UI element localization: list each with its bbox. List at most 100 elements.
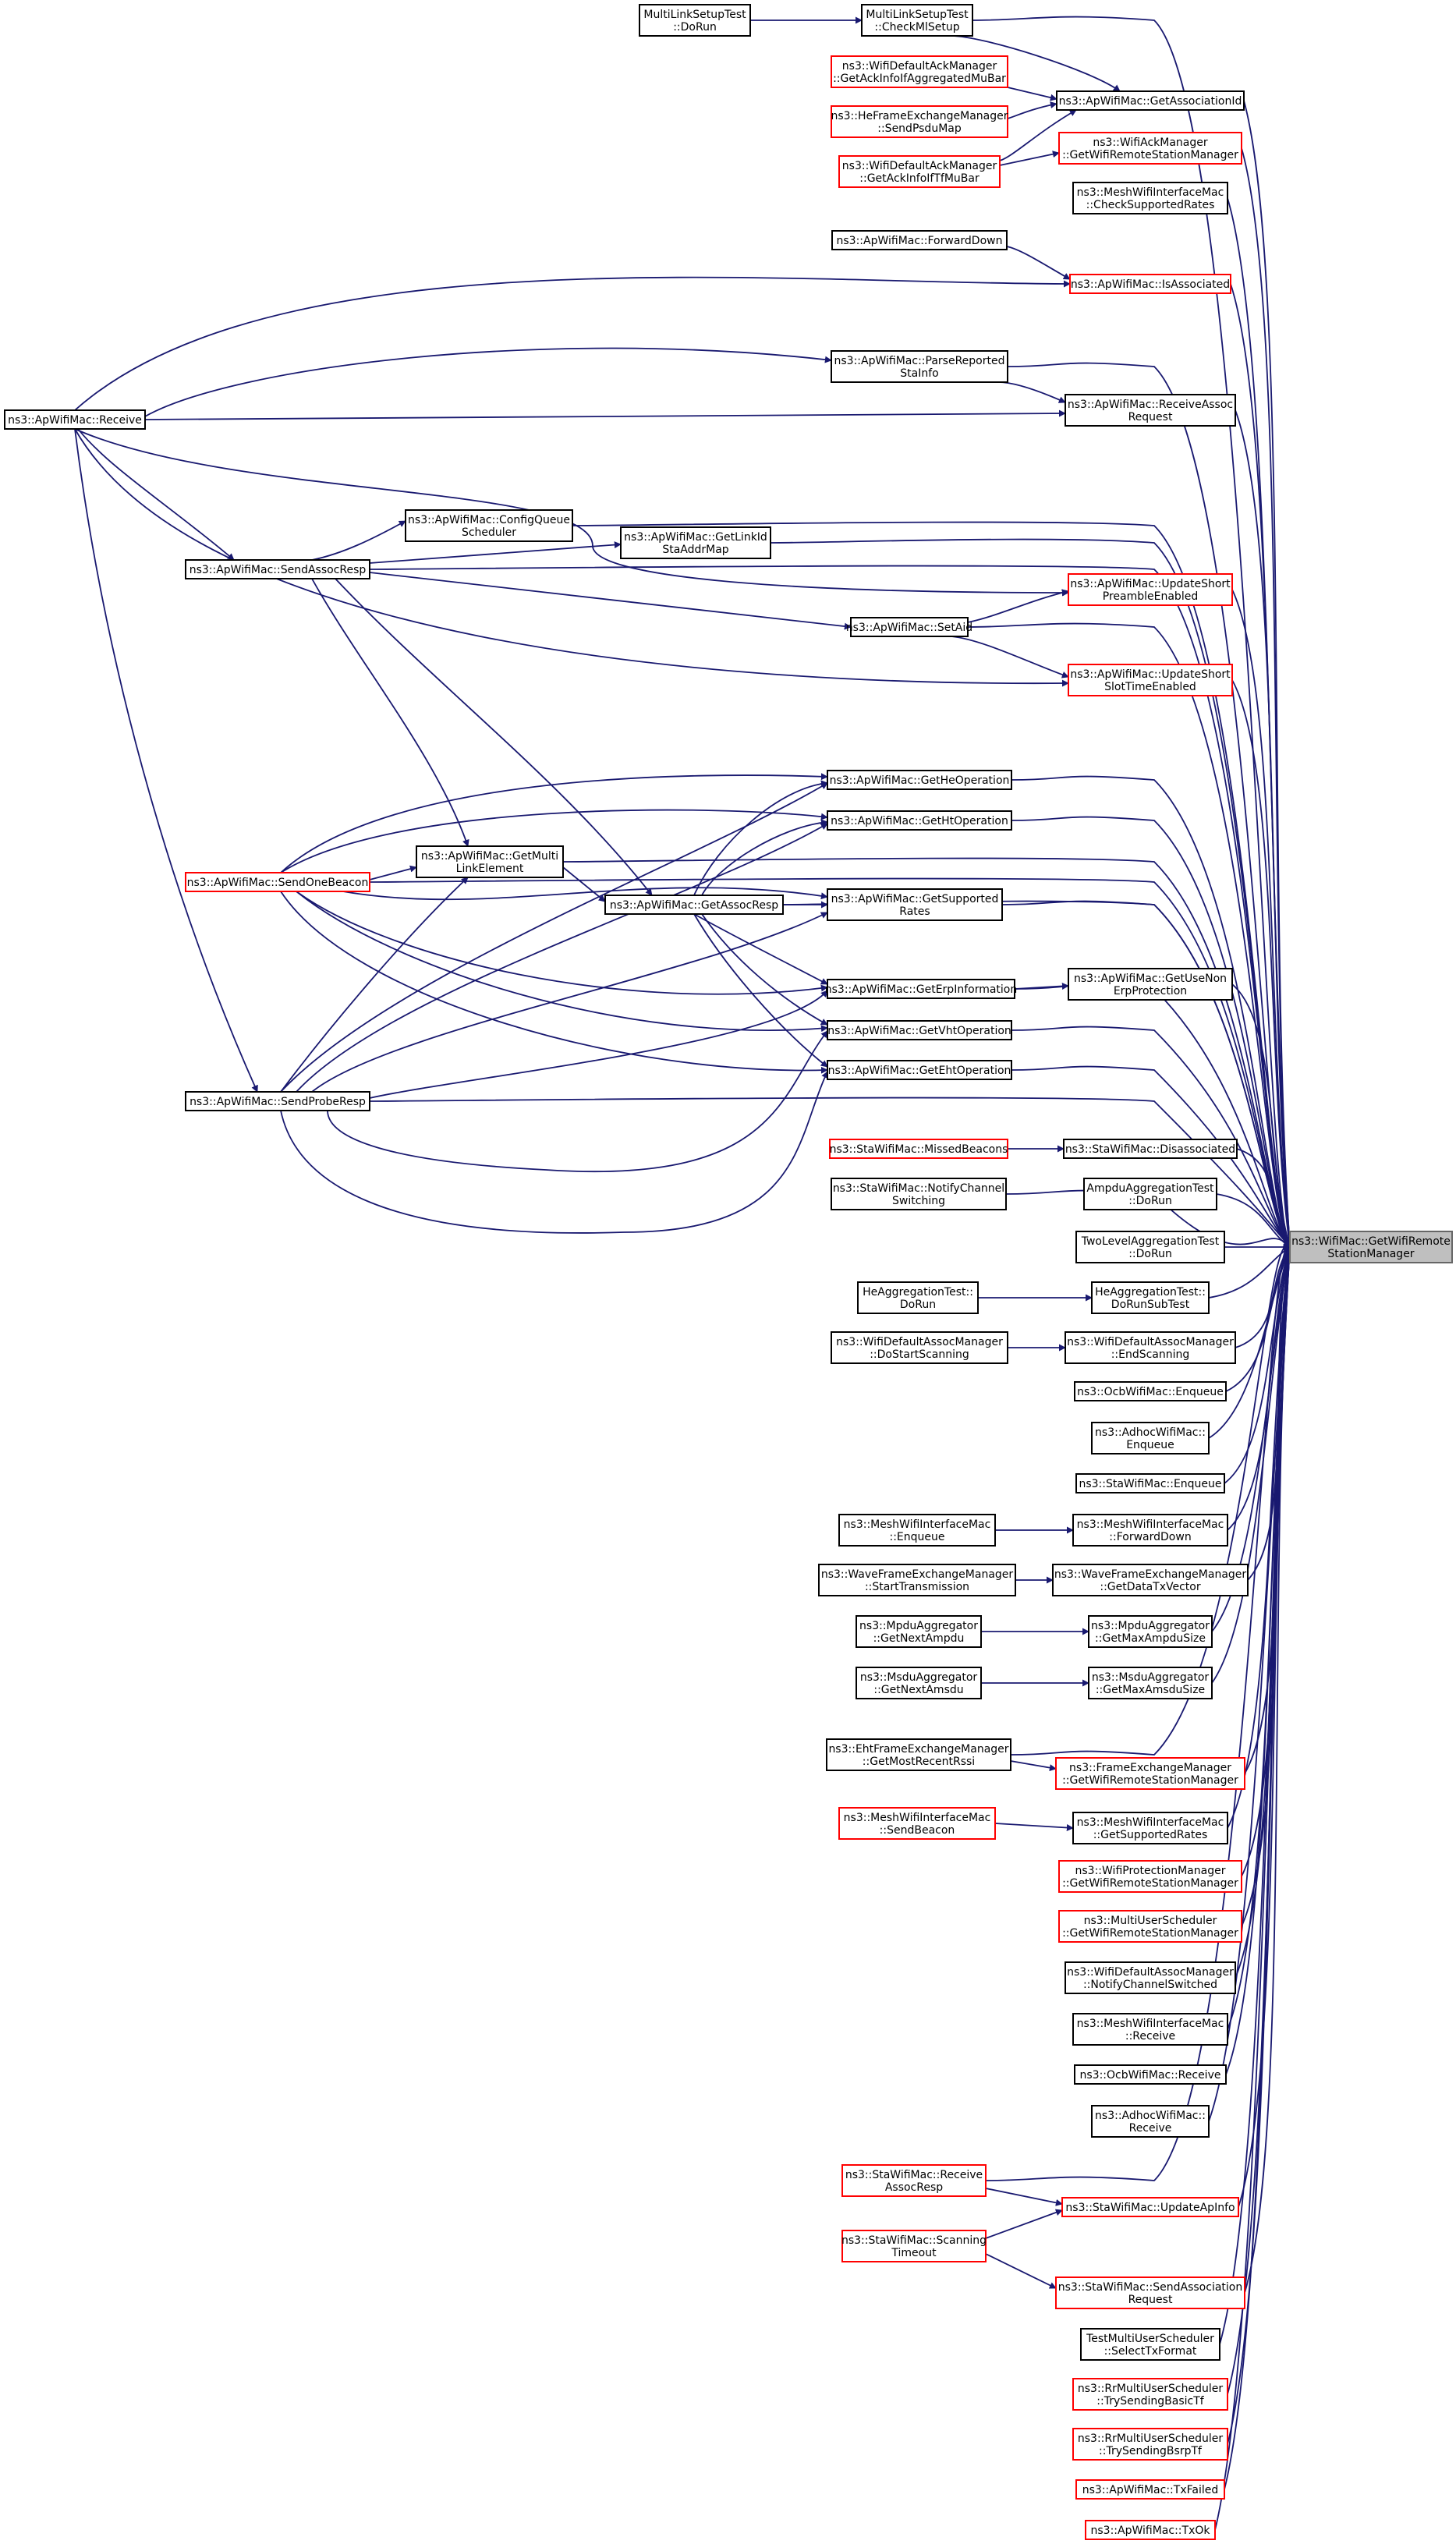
node-ap-isassociated[interactable]: ns3::ApWifiMac::IsAssociated — [1069, 274, 1231, 294]
edge-ap_sendassocresp-to-ap_getmultilinkelement — [311, 578, 469, 847]
node-mlstest-dorun[interactable]: MultiLinkSetupTest::DoRun — [639, 4, 751, 37]
node-label-line: ErpProtection — [1114, 985, 1187, 997]
node-heagg-dorunsubtest[interactable]: HeAggregationTest::DoRunSubTest — [1091, 1281, 1210, 1314]
node-mpdu-getmaxampdusize[interactable]: ns3::MpduAggregator::GetMaxAmpduSize — [1088, 1615, 1213, 1648]
node-box — [1091, 1422, 1210, 1454]
node-hefem-sendpsdumap[interactable]: ns3::HeFrameExchangeManager::SendPsduMap — [831, 105, 1008, 138]
node-mus-getwrsm[interactable]: ns3::MultiUserScheduler::GetWifiRemoteSt… — [1058, 1910, 1242, 1943]
node-ap-txfailed[interactable]: ns3::ApWifiMac::TxFailed — [1075, 2479, 1225, 2500]
node-mesh-getsupportedrates[interactable]: ns3::MeshWifiInterfaceMac::GetSupportedR… — [1072, 1812, 1228, 1844]
node-label-line: StaInfo — [900, 367, 938, 380]
node-box — [1058, 1910, 1242, 1943]
node-fem-getwrsm[interactable]: ns3::FrameExchangeManager::GetWifiRemote… — [1055, 1757, 1245, 1790]
node-ap-getsupportedrates[interactable]: ns3::ApWifiMac::GetSupportedRates — [827, 888, 1003, 921]
node-eht-getmostrecentrssi[interactable]: ns3::EhtFrameExchangeManager::GetMostRec… — [826, 1738, 1011, 1771]
node-heagg-dorun[interactable]: HeAggregationTest::DoRun — [857, 1281, 979, 1314]
node-box — [861, 4, 973, 37]
edge-mesh_sendbeacon-to-mesh_getsupportedrates — [994, 1823, 1074, 1832]
node-mpdu-getnextampdu[interactable]: ns3::MpduAggregator::GetNextAmpdu — [856, 1615, 982, 1648]
node-ap-getassocresp[interactable]: ns3::ApWifiMac::GetAssocResp — [604, 895, 784, 915]
node-box — [818, 1564, 1016, 1596]
node-wave-starttransmission[interactable]: ns3::WaveFrameExchangeManager::StartTran… — [818, 1564, 1016, 1596]
node-mesh-sendbeacon[interactable]: ns3::MeshWifiInterfaceMac::SendBeacon — [838, 1807, 996, 1840]
node-box — [1075, 2479, 1225, 2500]
node-ap-updateshortslottime[interactable]: ns3::ApWifiMac::UpdateShortSlotTimeEnabl… — [1068, 664, 1233, 696]
node-wdack-getackinfo-mubar[interactable]: ns3::WifiDefaultAckManager::GetAckInfoIf… — [831, 55, 1008, 88]
node-ap-getassociationid[interactable]: ns3::ApWifiMac::GetAssociationId — [1056, 90, 1245, 111]
node-wdassoc-notifychannelswitched[interactable]: ns3::WifiDefaultAssocManager::NotifyChan… — [1065, 1961, 1236, 1994]
node-mesh-checksupportedrates[interactable]: ns3::MeshWifiInterfaceMac::CheckSupporte… — [1072, 182, 1228, 214]
node-ap-forwarddown[interactable]: ns3::ApWifiMac::ForwardDown — [831, 230, 1008, 250]
node-label-line: ns3::ApWifiMac::ParseReported — [834, 355, 1005, 367]
node-label-line: ns3::MeshWifiInterfaceMac — [1077, 186, 1224, 199]
node-ap-sendonebeacon[interactable]: ns3::ApWifiMac::SendOneBeacon — [185, 872, 370, 892]
node-box — [1056, 90, 1245, 111]
node-label-line: MultiLinkSetupTest — [866, 9, 969, 21]
node-mlstest-checkml[interactable]: MultiLinkSetupTest::CheckMlSetup — [861, 4, 973, 37]
node-box — [838, 155, 1001, 188]
node-wam-getwrsm[interactable]: ns3::WifiAckManager::GetWifiRemoteStatio… — [1058, 132, 1242, 165]
node-ap-sendproberesp[interactable]: ns3::ApWifiMac::SendProbeResp — [185, 1091, 370, 1111]
node-focus-getwrsm[interactable]: ns3::WifiMac::GetWifiRemoteStationManage… — [1289, 1231, 1453, 1263]
edge-ap_txok-to-focus_getwrsm — [1214, 1246, 1294, 2531]
node-ap-getheoperation[interactable]: ns3::ApWifiMac::GetHeOperation — [827, 770, 1012, 790]
node-wpm-getwrsm[interactable]: ns3::WifiProtectionManager::GetWifiRemot… — [1058, 1860, 1242, 1893]
node-sta-updateapinfo[interactable]: ns3::StaWifiMac::UpdateApInfo — [1061, 2197, 1239, 2217]
node-label-line: TwoLevelAggregationTest — [1081, 1235, 1220, 1248]
node-ap-setaid[interactable]: ns3::ApWifiMac::SetAid — [846, 617, 972, 637]
node-ap-updateshortpreamble[interactable]: ns3::ApWifiMac::UpdateShortPreambleEnabl… — [1068, 573, 1233, 606]
node-box — [827, 1060, 1012, 1080]
node-mesh-forwarddown[interactable]: ns3::MeshWifiInterfaceMac::ForwardDown — [1072, 1514, 1228, 1547]
node-ap-sendassocresp[interactable]: ns3::ApWifiMac::SendAssocResp — [185, 559, 370, 579]
edge-ap_receive-to-ap_isassociated — [74, 276, 1071, 411]
node-mesh-receive[interactable]: ns3::MeshWifiInterfaceMac::Receive — [1072, 2013, 1228, 2046]
edge-ampdu_dorun-to-focus_getwrsm — [1216, 1193, 1291, 1248]
node-ap-receive[interactable]: ns3::ApWifiMac::Receive — [4, 409, 146, 430]
node-msdu-getnextamsdu[interactable]: ns3::MsduAggregator::GetNextAmsdu — [856, 1667, 982, 1699]
node-wdack-getackinfo-tf[interactable]: ns3::WifiDefaultAckManager::GetAckInfoIf… — [838, 155, 1001, 188]
node-ap-getehtoperation[interactable]: ns3::ApWifiMac::GetEhtOperation — [827, 1060, 1012, 1080]
node-msdu-getmaxamsdusize[interactable]: ns3::MsduAggregator::GetMaxAmsduSize — [1088, 1667, 1213, 1699]
node-testmus-selecttxformat[interactable]: TestMultiUserScheduler::SelectTxFormat — [1080, 2328, 1220, 2361]
node-twolevel-dorun[interactable]: TwoLevelAggregationTest::DoRun — [1075, 1231, 1225, 1263]
node-sta-enqueue[interactable]: ns3::StaWifiMac::Enqueue — [1075, 1473, 1225, 1493]
node-ocb-enqueue[interactable]: ns3::OcbWifiMac::Enqueue — [1074, 1381, 1227, 1401]
node-label-line: ns3::ApWifiMac::SendProbeResp — [190, 1096, 366, 1108]
edge-ap_getehtoperation-to-focus_getwrsm — [1011, 1065, 1291, 1248]
node-rrmus-trysendingbsrptf[interactable]: ns3::RrMultiUserScheduler::TrySendingBsr… — [1072, 2428, 1228, 2461]
node-label-line: ns3::ApWifiMac::GetAssociationId — [1059, 95, 1242, 108]
node-sta-disassociated[interactable]: ns3::StaWifiMac::Disassociated — [1063, 1139, 1238, 1159]
edge-ap_setaid-to-ap_updateshortslottime — [951, 636, 1069, 679]
node-mesh-enqueue[interactable]: ns3::MeshWifiInterfaceMac::Enqueue — [838, 1514, 996, 1547]
node-adhoc-receive[interactable]: ns3::AdhocWifiMac::Receive — [1091, 2105, 1210, 2138]
node-rrmus-trysendingbasictf[interactable]: ns3::RrMultiUserScheduler::TrySendingBas… — [1072, 2378, 1228, 2411]
node-label-line: ns3::ApWifiMac::TxOk — [1091, 2525, 1211, 2537]
node-box — [831, 105, 1008, 138]
edge-ap_sendonebeacon-to-ap_getehtoperation — [280, 891, 828, 1074]
node-ocb-receive[interactable]: ns3::OcbWifiMac::Receive — [1074, 2064, 1227, 2085]
node-box — [1063, 1139, 1238, 1159]
node-ap-geterpinformation[interactable]: ns3::ApWifiMac::GetErpInformation — [825, 979, 1017, 999]
node-adhoc-enqueue[interactable]: ns3::AdhocWifiMac::Enqueue — [1091, 1422, 1210, 1454]
node-wdassoc-dostartscanning[interactable]: ns3::WifiDefaultAssocManager::DoStartSca… — [831, 1331, 1008, 1364]
node-sta-missedbeacons[interactable]: ns3::StaWifiMac::MissedBeacons — [829, 1139, 1008, 1159]
node-label-line: Scheduler — [462, 526, 516, 539]
node-ampdu-dorun[interactable]: AmpduAggregationTest::DoRun — [1083, 1178, 1217, 1210]
node-ap-txok[interactable]: ns3::ApWifiMac::TxOk — [1085, 2520, 1216, 2540]
node-box — [1052, 1564, 1249, 1596]
node-ap-getvhtoperation[interactable]: ns3::ApWifiMac::GetVhtOperation — [827, 1020, 1012, 1040]
node-ap-gethtoperation[interactable]: ns3::ApWifiMac::GetHtOperation — [827, 810, 1012, 831]
node-wave-getdatatxvector[interactable]: ns3::WaveFrameExchangeManager::GetDataTx… — [1052, 1564, 1249, 1596]
node-box — [1065, 1961, 1236, 1994]
node-wdassoc-endscanning[interactable]: ns3::WifiDefaultAssocManager::EndScannin… — [1065, 1331, 1236, 1364]
